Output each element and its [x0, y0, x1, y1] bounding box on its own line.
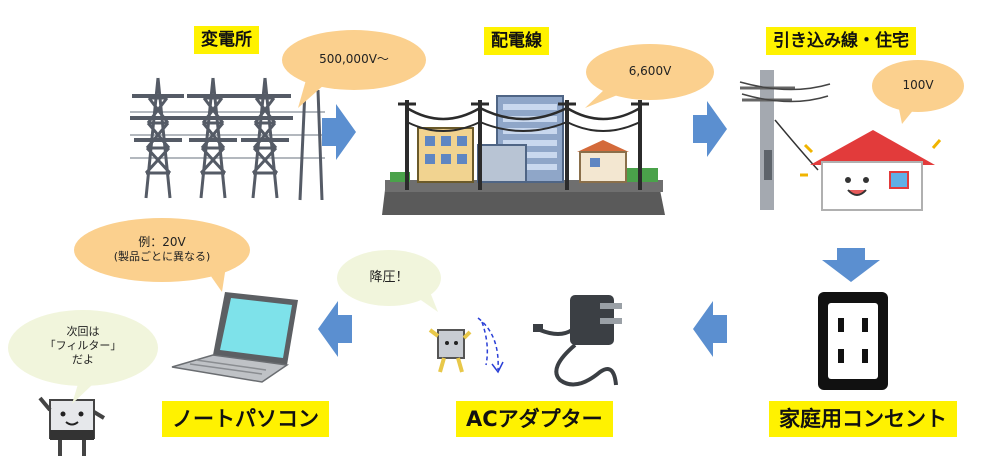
transmission-towers-icon — [130, 78, 325, 200]
label-distribution: 配電線 — [484, 27, 549, 55]
voltage-text-distribution: 6,600V — [600, 64, 700, 79]
mascot-line-3: だよ — [18, 353, 148, 367]
step-down-character-icon — [430, 318, 503, 372]
laptop-voltage-note: (製品ごとに異なる) — [80, 250, 244, 264]
laptop-icon — [172, 292, 298, 382]
mascot-bubble-text: 次回は 「フィルター」 だよ — [18, 325, 148, 367]
step-down-text: 降圧！ — [349, 270, 429, 285]
arrow-down-icon — [822, 248, 880, 282]
laptop-bubble-text: 例：20V (製品ごとに異なる) — [80, 235, 244, 264]
mascot-character-icon — [40, 398, 104, 456]
mascot-line-1: 次回は — [18, 325, 148, 339]
voltage-text-house: 100V — [884, 78, 952, 93]
town-distribution-icon — [382, 96, 665, 215]
arrow-right-2-icon — [693, 101, 727, 157]
label-ac-adapter: ACアダプター — [456, 401, 613, 437]
mascot-line-2: 「フィルター」 — [18, 339, 148, 353]
label-wall-outlet: 家庭用コンセント — [769, 401, 957, 437]
voltage-text-substation: 500,000V〜 — [296, 52, 412, 67]
arrow-left-1-icon — [693, 301, 727, 357]
label-laptop: ノートパソコン — [162, 401, 329, 437]
wall-outlet-icon — [818, 292, 888, 390]
label-substation: 変電所 — [194, 26, 259, 54]
label-service-house: 引き込み線・住宅 — [766, 27, 916, 55]
arrow-right-1-icon — [322, 104, 356, 160]
laptop-voltage-example: 例：20V — [80, 235, 244, 250]
ac-adapter-icon — [533, 295, 622, 385]
arrow-left-2-icon — [318, 301, 352, 357]
